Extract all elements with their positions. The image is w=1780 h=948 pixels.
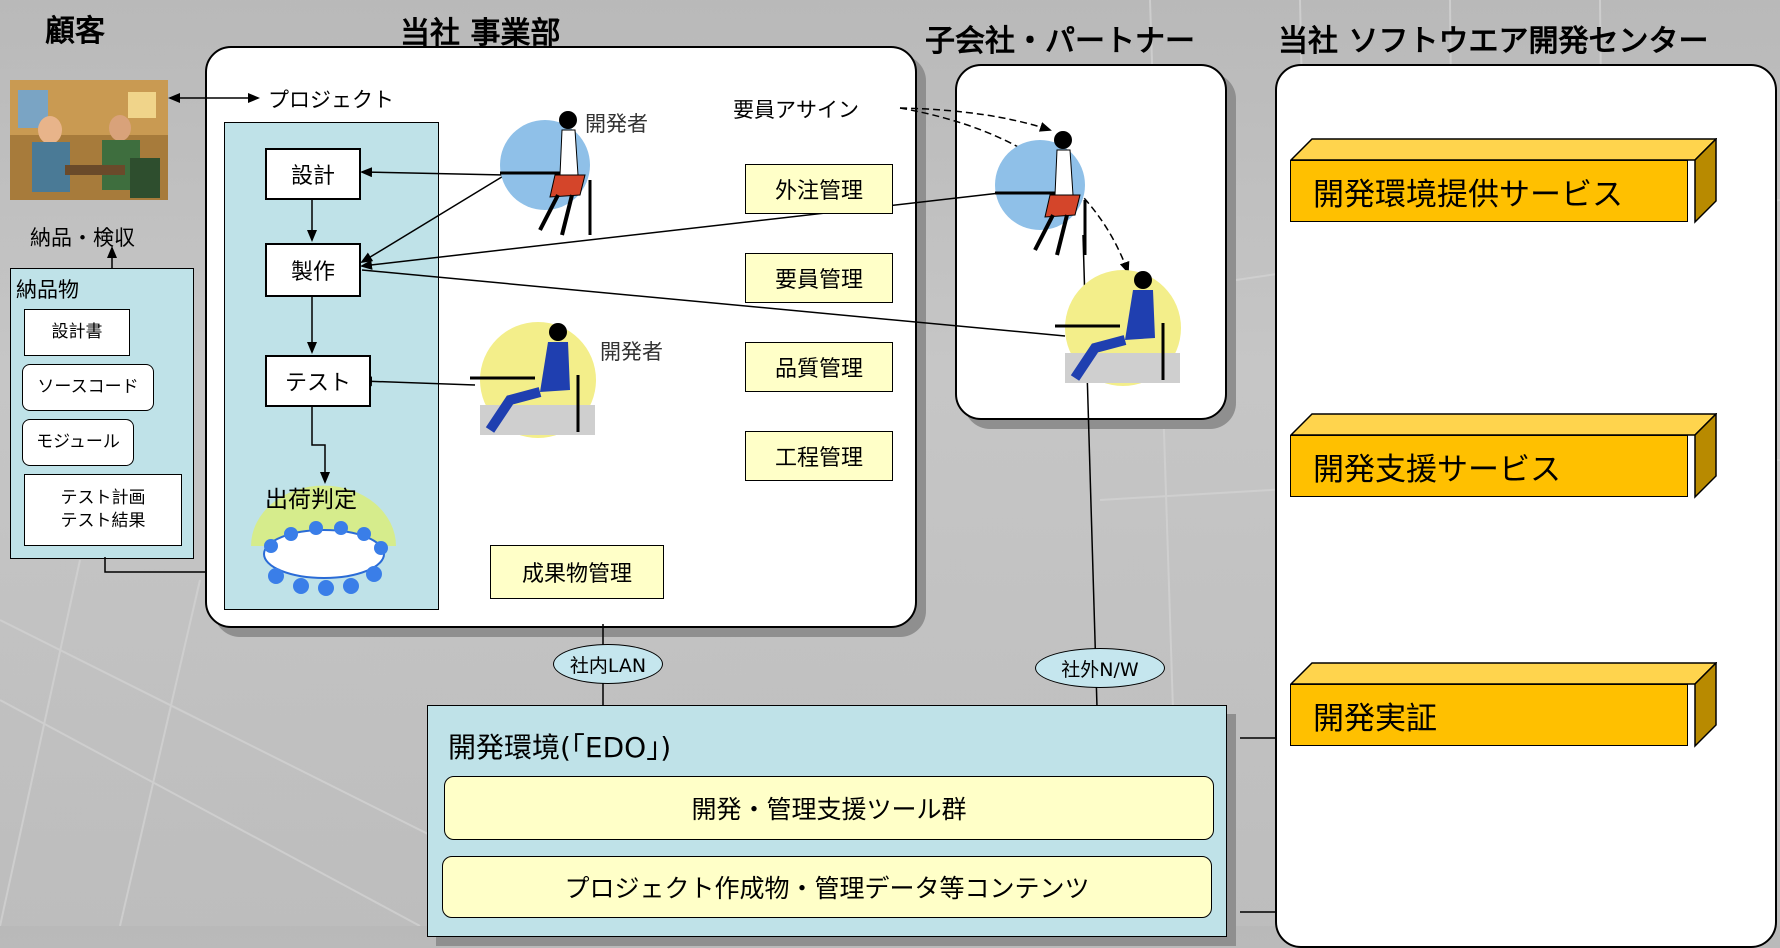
dev-environment-title: 開発環境(「EDO」) — [448, 731, 672, 764]
meeting-table-icon — [251, 485, 396, 596]
deliverable-test-plan-result: テスト計画 テスト結果 — [24, 474, 182, 546]
deliverable-source-code: ソースコード — [22, 364, 154, 411]
process-production: 製作 — [265, 243, 361, 297]
dev-contents-item: プロジェクト作成物・管理データ等コンテンツ — [442, 856, 1212, 918]
deliverable-design-doc: 設計書 — [24, 309, 130, 356]
developer-icon — [500, 111, 592, 236]
service-dev-verification-label: 開発実証 — [1290, 684, 1688, 746]
management-schedule: 工程管理 — [745, 431, 893, 481]
partner-developer-icon — [995, 131, 1087, 256]
management-staff: 要員管理 — [745, 253, 893, 303]
management-quality: 品質管理 — [745, 342, 893, 392]
partner-developer-icon — [1055, 270, 1181, 386]
project-label: プロジェクト — [268, 88, 394, 112]
process-design: 設計 — [265, 148, 361, 200]
header-customer: 顧客 — [45, 14, 105, 49]
developer-label-1: 開発者 — [585, 112, 648, 136]
dev-tools-item: 開発・管理支援ツール群 — [444, 776, 1214, 840]
customer-meeting-icon — [10, 80, 168, 200]
header-software-center: 当社 ソフトウエア開発センター — [1278, 24, 1709, 59]
process-test: テスト — [265, 355, 371, 407]
service-dev-env-provision: 開発環境提供サービス — [1290, 138, 1717, 224]
delivery-inspection-label: 納品・検収 — [30, 226, 135, 250]
developer-label-2: 開発者 — [600, 340, 663, 364]
external-nw-label: 社外N/W — [1035, 648, 1165, 688]
management-outsourcing: 外注管理 — [745, 164, 893, 214]
service-dev-env-provision-label: 開発環境提供サービス — [1290, 160, 1688, 222]
staff-assign-label: 要員アサイン — [733, 98, 859, 122]
service-dev-support: 開発支援サービス — [1290, 413, 1717, 499]
internal-lan-label: 社内LAN — [553, 644, 663, 684]
header-business-division: 当社 事業部 — [400, 16, 561, 51]
shipping-decision-label: 出荷判定 — [265, 487, 357, 513]
deliverable-module: モジュール — [22, 419, 134, 466]
deliverables-title: 納品物 — [16, 278, 79, 302]
header-subsidiary-partner: 子会社・パートナー — [925, 24, 1195, 59]
service-dev-support-label: 開発支援サービス — [1290, 435, 1688, 497]
developer-icon — [470, 322, 596, 438]
service-dev-verification: 開発実証 — [1290, 662, 1717, 748]
management-artifacts: 成果物管理 — [490, 545, 664, 599]
